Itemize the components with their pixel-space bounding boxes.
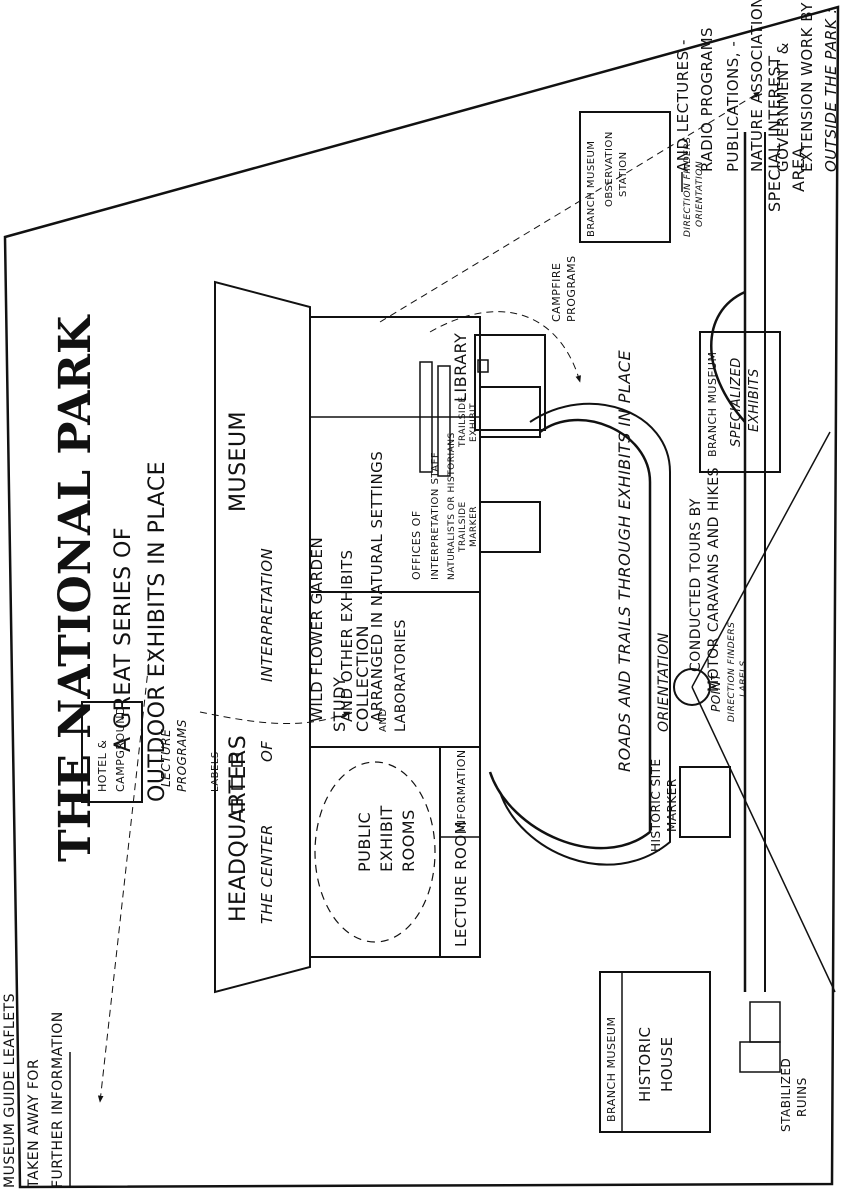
public-rooms: EXHIBIT (377, 805, 396, 872)
branch-tag: BRANCH MUSEUM (586, 141, 597, 237)
branch-tag: BRANCH MUSEUM (605, 1017, 618, 1122)
trail-loop-2 (499, 402, 671, 866)
branch-body: HISTORIC (636, 1026, 654, 1102)
leaflet-note: MUSEUM GUIDE LEAFLETS TAKEN AWAY FOR FUR… (2, 993, 71, 1189)
orientation-point: ORIENTATION POINT DIRECTION FINDERS LABE… (656, 622, 749, 732)
offices: INTERPRETATION STAFF (430, 452, 441, 580)
branch-body: SPECIALIZED (729, 357, 744, 447)
hotel-label: HOTEL & (96, 740, 109, 792)
subtitle-2: OUTDOOR EXHIBITS IN PLACE (145, 461, 170, 802)
hotel-campground: HOTEL & CAMPGROUND LECTURE PROGRAMS (81, 701, 189, 803)
point-sub: LABELS (739, 660, 749, 697)
arrow-outside (379, 91, 761, 323)
study-collection: LABORATORIES (393, 619, 409, 732)
hq-roof (214, 280, 311, 994)
historic-site-marker: HISTORIC SITE MARKER (649, 758, 731, 852)
wildflower-line: AND OTHER EXHIBITS (338, 549, 356, 722)
hq-label: HEADQUARTERS (226, 735, 251, 922)
leaflet-line: TAKEN AWAY FOR (26, 1059, 42, 1189)
ruins-label: RUINS (795, 1077, 809, 1117)
trailside-exhibit-label: TRAILSIDE (458, 396, 468, 448)
trail-loop-1 (488, 418, 652, 850)
headquarters-museum: HEADQUARTERS MUSEUM THE CENTER OF INTERP… (214, 280, 481, 994)
orientation-label: ORIENTATION (656, 632, 672, 732)
arrow-lecture (199, 711, 351, 724)
wildflower-line: WILD FLOWER GARDEN (308, 537, 326, 722)
outside-heading: OUTSIDE THE PARK : (822, 8, 840, 172)
study-collection: AND (378, 708, 389, 732)
lecture-programs: PROGRAMS (175, 719, 189, 792)
branch-tag: BRANCH MUSEUM (706, 352, 719, 457)
hotel-label: CAMPGROUND (114, 706, 127, 792)
offices: NATURALISTS OR HISTORIANS (447, 432, 457, 580)
outside-note: OUTSIDE THE PARK : EXTENSION WORK BY GOV… (674, 0, 840, 192)
trailside-marker-label: MARKER (469, 506, 479, 547)
branch-body: EXHIBITS (747, 368, 762, 432)
labels-text: LABELS (210, 751, 221, 792)
special-interest: SPECIAL INTEREST (765, 56, 784, 212)
study-collection: STUDY (330, 677, 349, 732)
hq-sub: THE CENTER (258, 824, 276, 924)
leaflet-line: FURTHER INFORMATION (50, 1011, 66, 1188)
wildflower-line: ARRANGED IN NATURAL SETTINGS (368, 451, 386, 722)
main-title: THE NATIONAL PARK (50, 314, 101, 862)
branch-specialized: BRANCH MUSEUM SPECIALIZED EXHIBITS (699, 331, 781, 473)
campfire-icon (477, 359, 489, 373)
obs-sub: ORIENTATION (695, 161, 705, 227)
offices: OFFICES OF (410, 510, 423, 580)
leaflet-line: MUSEUM GUIDE LEAFLETS (2, 993, 18, 1188)
stabilized-ruins: STABILIZED RUINS (739, 1001, 809, 1132)
trailside-marker-label: TRAILSIDE (458, 501, 468, 553)
trailside-exhibit-label: EXHIBIT (469, 403, 479, 442)
subtitle-1: A GREAT SERIES OF (111, 527, 136, 752)
branch-observation: BRANCH MUSEUM OBSERVATION STATION DIRECT… (579, 111, 705, 243)
outside-line: PUBLICATIONS, - (724, 41, 742, 172)
branch-body: HOUSE (658, 1036, 676, 1092)
branch-body: STATION (618, 151, 629, 197)
park-boundary (3, 5, 840, 1189)
branch-historic-house: BRANCH MUSEUM HISTORIC HOUSE (599, 971, 711, 1133)
exhibit-circulation (314, 761, 436, 943)
lecture-programs: LECTURE (159, 729, 173, 787)
historic-marker-label: HISTORIC SITE (649, 758, 663, 852)
bench (437, 365, 451, 477)
point-label: POINT (709, 672, 723, 712)
trailside-marker: TRAILSIDE MARKER (458, 501, 541, 553)
information-room: INFORMATION (455, 749, 468, 832)
obs-sub: DIRECTION FINDERS (683, 137, 693, 237)
outside-line: GOVERNMENT & (774, 42, 792, 172)
arrow-campfire (429, 311, 581, 383)
road-branch (710, 290, 746, 423)
campfire-area: CAMPFIRE PROGRAMS (419, 255, 578, 477)
hq-label-2: MUSEUM (226, 411, 251, 512)
branch-body: OBSERVATION (604, 131, 615, 207)
point-sub: DIRECTION FINDERS (727, 622, 737, 722)
outside-line: EXTENSION WORK BY (798, 2, 816, 172)
roads-label: ROADS AND TRAILS THROUGH EXHIBITS IN PLA… (615, 350, 634, 772)
historic-marker-label: MARKER (665, 778, 679, 832)
public-rooms: PUBLIC (355, 812, 374, 872)
tours-line: CONDUCTED TOURS BY (688, 498, 704, 672)
ruins-label: STABILIZED (779, 1058, 793, 1132)
library: LIBRARY (451, 333, 470, 402)
trailside-exhibit: TRAILSIDE EXHIBIT (458, 386, 541, 448)
outside-line: RADIO PROGRAMS (698, 27, 716, 172)
labels-markers: LABELS (210, 751, 243, 813)
campfire-label: PROGRAMS (565, 255, 578, 322)
tours-line: MOTOR CARAVANS AND HIKES (706, 467, 722, 692)
special-interest: AREA (789, 147, 808, 192)
lecture-room: LECTURE ROOM (452, 821, 470, 947)
outside-line: AND LECTURES - (674, 39, 692, 172)
campfire-screen (474, 334, 546, 431)
hq-sub: OF (258, 741, 276, 762)
hq-sub: INTERPRETATION (258, 548, 276, 682)
public-rooms: ROOMS (399, 809, 418, 872)
outside-line: NATURE ASSOCIATION (748, 0, 766, 172)
bench (419, 361, 433, 473)
campfire-label: CAMPFIRE (550, 263, 563, 323)
hq-body (309, 316, 481, 958)
study-collection: COLLECTION (353, 625, 372, 732)
